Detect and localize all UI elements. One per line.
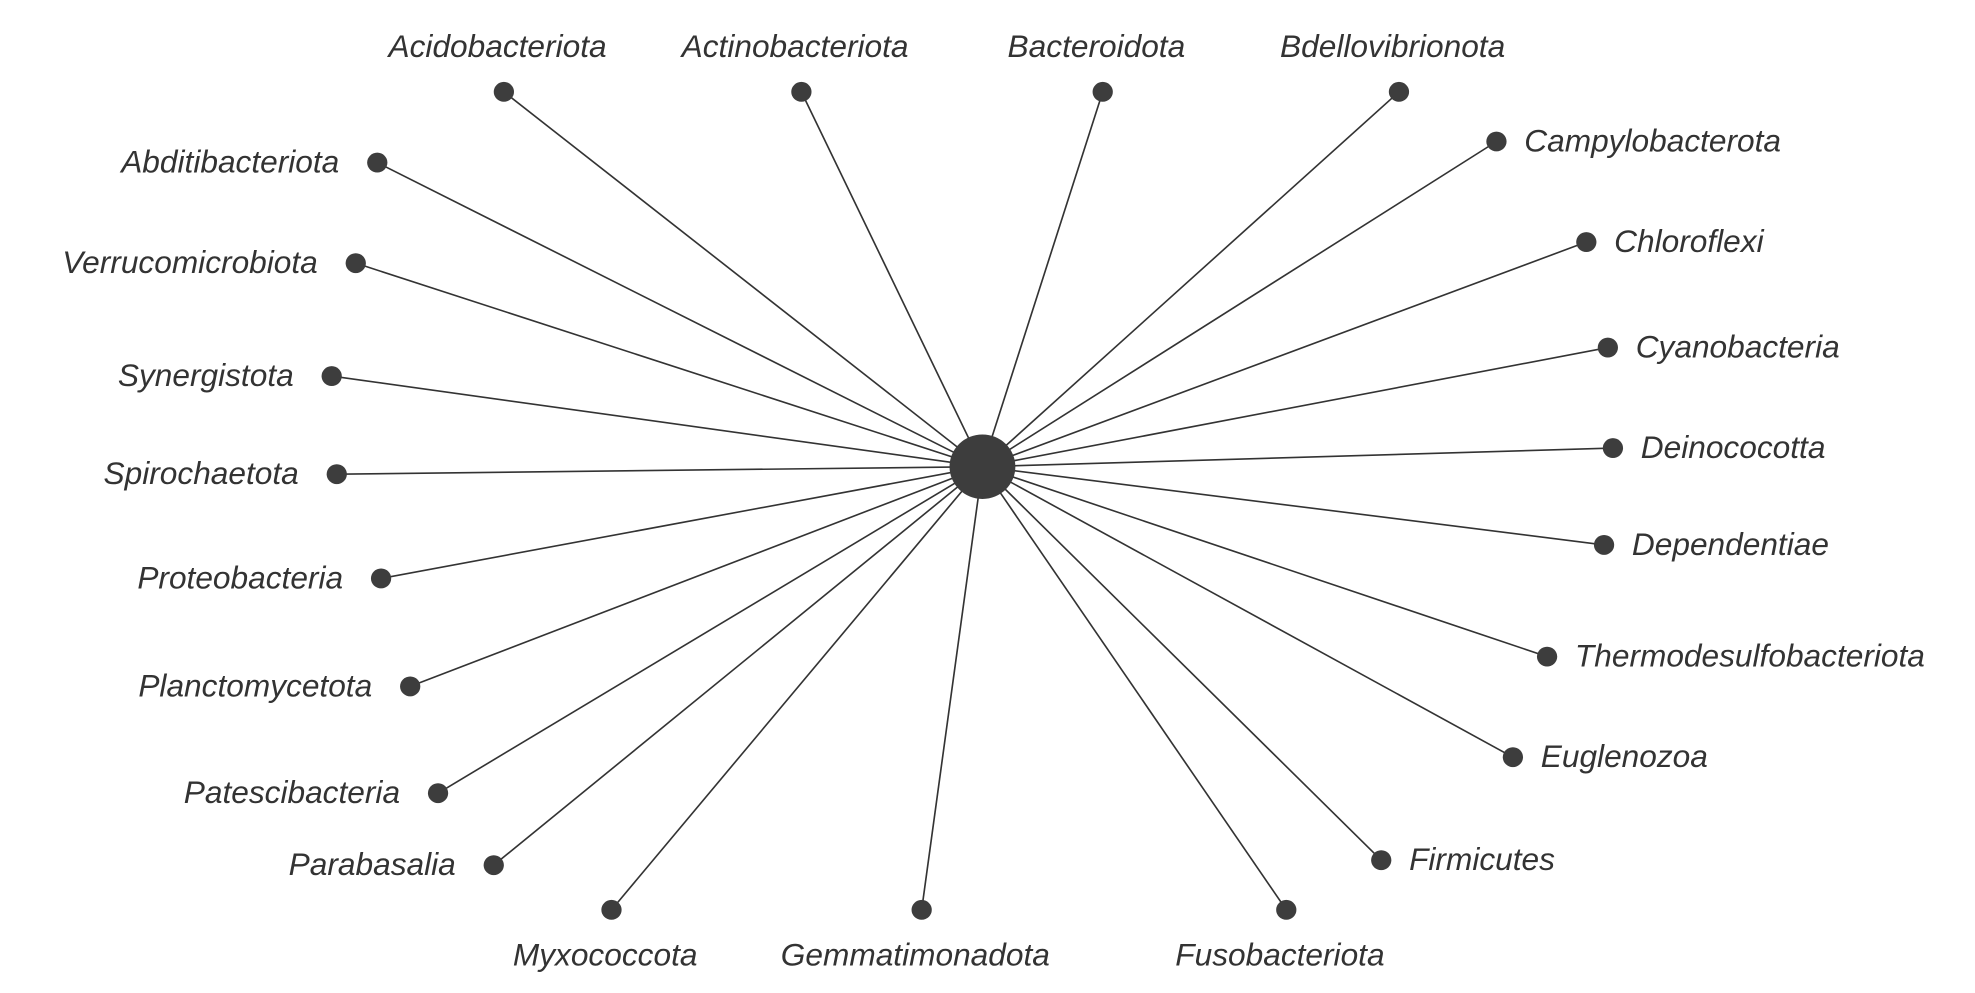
node-acidobacteriota [493, 81, 515, 102]
edge [982, 465, 1605, 546]
node-label: Fusobacteriota [1175, 938, 1384, 973]
edge [610, 466, 984, 911]
edge [982, 466, 1514, 758]
edge [437, 466, 983, 794]
node-label: Planctomycetota [138, 669, 372, 704]
nodes [321, 81, 1624, 920]
edge [981, 140, 1497, 468]
edge [982, 447, 1613, 468]
node-deinococotta [1602, 438, 1624, 459]
node-label: Parabasalia [289, 847, 456, 882]
labels: Acidobacteriota Actinobacteriota Bacteroid… [62, 29, 1925, 972]
node-label: Gemmatimonadota [781, 938, 1050, 973]
edge [920, 466, 984, 910]
node-abditibacteriota [367, 152, 388, 173]
node-bdellovibrionota [1388, 81, 1410, 102]
node-verrucomicrobiota [345, 253, 366, 274]
edge [800, 91, 984, 468]
edge [981, 91, 1400, 468]
edge [493, 466, 983, 866]
center-node [949, 434, 1016, 499]
node-label: Verrucomicrobiota [62, 245, 318, 280]
node-bacteroidota [1092, 81, 1113, 102]
node-cyanobacteria [1597, 337, 1618, 358]
node-euglenozoa [1502, 747, 1524, 768]
node-label: Thermodesulfobacteriota [1575, 639, 1925, 674]
edges [331, 91, 1613, 911]
edge [409, 465, 983, 688]
node-spirochaetota [326, 464, 347, 485]
edge [981, 466, 1382, 861]
edge [982, 346, 1609, 468]
node-label: Chloroflexi [1614, 224, 1765, 259]
node-planctomycetota [400, 676, 421, 697]
node-label: Acidobacteriota [386, 29, 606, 64]
edge [376, 161, 983, 468]
node-label: Deinococotta [1641, 430, 1826, 465]
edge [982, 241, 1587, 468]
node-label: Campylobacterota [1524, 124, 1781, 159]
node-label: Synergistota [118, 358, 294, 393]
edge [336, 465, 983, 475]
node-chloroflexi [1576, 232, 1597, 252]
node-parabasalia [483, 855, 504, 876]
node-patescibacteria [427, 783, 449, 804]
node-label: Patescibacteria [184, 775, 400, 810]
edge [503, 91, 983, 468]
node-label: Spirochaetota [104, 456, 299, 491]
edge [380, 465, 983, 580]
edge [355, 262, 983, 468]
node-label: Actinobacteriota [680, 29, 909, 64]
node-myxococcota [601, 899, 622, 920]
node-campylobacterota [1486, 131, 1507, 152]
edge [981, 91, 1104, 467]
node-fusobacteriota [1276, 899, 1297, 920]
node-label: Bdellovibrionota [1280, 29, 1505, 64]
node-label: Bacteroidota [1008, 29, 1186, 64]
node-label: Proteobacteria [137, 561, 343, 596]
node-proteobacteria [370, 568, 392, 589]
edge [331, 375, 983, 468]
node-actinobacteriota [791, 81, 812, 102]
node-thermodesulfobacteriota [1536, 646, 1558, 667]
edge [981, 466, 1287, 911]
node-label: Myxococcota [513, 938, 698, 973]
node-label: Euglenozoa [1541, 739, 1708, 774]
node-label: Dependentiae [1632, 527, 1829, 562]
node-dependentiae [1593, 534, 1615, 555]
node-label: Cyanobacteria [1636, 330, 1840, 365]
node-synergistota [321, 366, 342, 387]
node-gemmatimonadota [911, 899, 932, 920]
node-firmicutes [1371, 850, 1392, 871]
node-label: Firmicutes [1409, 842, 1555, 877]
edge [982, 465, 1548, 658]
node-label: Abditibacteriota [119, 145, 339, 180]
